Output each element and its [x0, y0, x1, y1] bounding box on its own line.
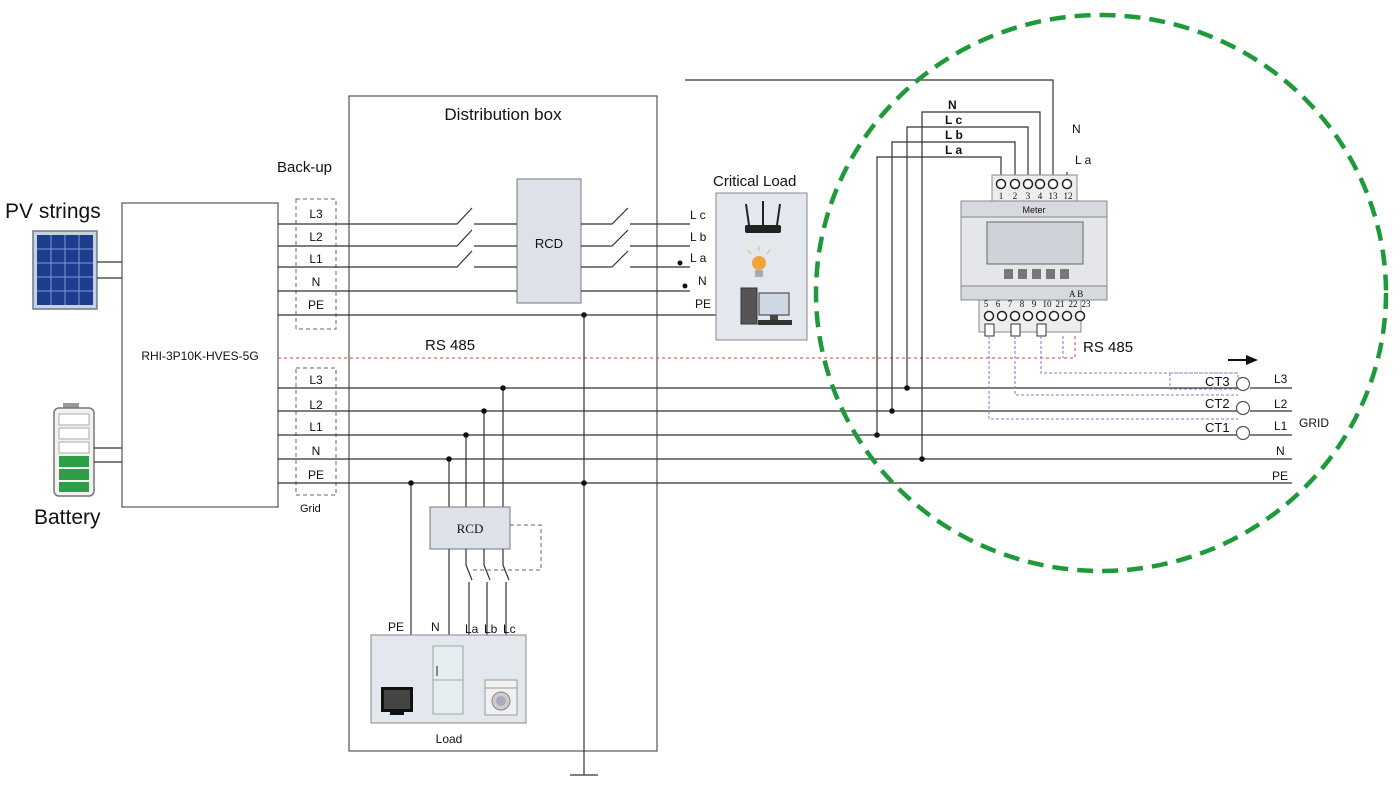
- load-wire-la: La: [465, 622, 479, 636]
- svg-text:9: 9: [1032, 299, 1037, 309]
- critical-wire-lb: L b: [690, 230, 707, 244]
- meter-pin-4: 4: [1038, 191, 1043, 201]
- grid-line-pe: PE: [1272, 469, 1288, 483]
- meter-pin-2: 2: [1013, 191, 1018, 201]
- svg-text:7: 7: [1008, 299, 1013, 309]
- critical-load-label: Critical Load: [713, 173, 796, 190]
- rs485-right-label: RS 485: [1083, 339, 1133, 356]
- svg-text:6: 6: [996, 299, 1001, 309]
- load-wire-pe: PE: [388, 620, 404, 634]
- grid-line-l2: L2: [1274, 397, 1288, 411]
- meter-side-la: L a: [1075, 153, 1092, 167]
- power-flow-arrow-icon: [1228, 355, 1258, 365]
- inverter-model: RHI-3P10K-HVES-5G: [141, 349, 258, 363]
- tv-icon: [381, 687, 413, 715]
- refrigerator-icon: [432, 645, 464, 715]
- computer-icon: [740, 287, 792, 325]
- pv-strings-label: PV strings: [5, 200, 101, 223]
- critical-wire-la: L a: [690, 251, 707, 265]
- ct-wires: [988, 336, 1238, 420]
- backup-terminal-block: [295, 198, 337, 330]
- backup-wires: [278, 207, 716, 316]
- rcd-bottom-label: RCD: [457, 521, 484, 536]
- svg-text:21: 21: [1056, 299, 1065, 309]
- svg-text:10: 10: [1043, 299, 1053, 309]
- rcd-top: [516, 178, 582, 304]
- meter-bottom-screws: [983, 310, 1086, 322]
- backup-terminal-pe: PE: [308, 298, 324, 312]
- distribution-box: [348, 95, 658, 752]
- meter-pin-12: 12: [1064, 191, 1073, 201]
- load-label: Load: [436, 732, 463, 746]
- meter-label: Meter: [1022, 205, 1045, 215]
- critical-wire-pe: PE: [695, 297, 711, 311]
- grid-label: GRID: [1299, 416, 1329, 430]
- battery-label: Battery: [34, 506, 101, 529]
- svg-text:23: 23: [1082, 299, 1092, 309]
- rcd-bottom: [429, 506, 511, 550]
- inverter-box: [121, 202, 279, 508]
- solar-panel-icon: [32, 230, 98, 310]
- critical-wire-lc: L c: [690, 208, 706, 222]
- meter-wire-lc: L c: [945, 113, 962, 127]
- meter-pin-13: 13: [1049, 191, 1059, 201]
- svg-text:8: 8: [1020, 299, 1025, 309]
- ct3-label: CT3: [1205, 374, 1230, 389]
- grid-line-l3: L3: [1274, 372, 1288, 386]
- backup-label: Back-up: [277, 159, 332, 176]
- grid-side-label: Grid: [300, 503, 321, 515]
- energy-meter: [960, 174, 1108, 333]
- meter-top-screws: [995, 178, 1073, 190]
- backup-terminal-l2: L2: [309, 230, 323, 244]
- load-wire-n: N: [431, 620, 440, 634]
- rcd-top-label: RCD: [535, 236, 563, 251]
- backup-terminal-l3: L3: [309, 207, 323, 221]
- meter-wire-la: L a: [945, 143, 962, 157]
- meter-wire-n: N: [948, 98, 957, 112]
- svg-text:22: 22: [1069, 299, 1078, 309]
- backup-terminal-l1: L1: [309, 252, 323, 266]
- meter-wire-lb: L b: [945, 128, 963, 142]
- meter-pin-1: 1: [999, 191, 1004, 201]
- router-icon: [745, 201, 781, 233]
- distribution-box-label: Distribution box: [444, 105, 562, 124]
- meter-ab-label: A B: [1069, 289, 1083, 299]
- ct-sensors: [1169, 372, 1251, 441]
- load-wire-lc: Lc: [503, 622, 516, 636]
- grid-wires: [278, 387, 1292, 484]
- grid-terminal-l3: L3: [309, 373, 323, 387]
- load-wire-lb: Lb: [484, 622, 498, 636]
- backup-terminal-n: N: [312, 275, 321, 289]
- load-switches: [448, 549, 510, 635]
- load-taps: [410, 315, 598, 776]
- ct1-label: CT1: [1205, 420, 1230, 435]
- meter-highlight-circle: [813, 12, 1389, 574]
- grid-terminal-l2: L2: [309, 398, 323, 412]
- meter-pin-3: 3: [1026, 191, 1031, 201]
- critical-wire-n: N: [698, 274, 707, 288]
- grid-terminal-l1: L1: [309, 420, 323, 434]
- grid-terminal-n: N: [312, 444, 321, 458]
- battery-icon: [53, 403, 95, 497]
- svg-text:5: 5: [984, 299, 989, 309]
- grid-line-n: N: [1276, 444, 1285, 458]
- grid-terminal-pe: PE: [308, 468, 324, 482]
- washing-machine-icon: [484, 679, 518, 716]
- meter-n-feed: [685, 79, 1054, 178]
- meter-bottom-pins: 5 6 7 8 9 10 21 22 23: [984, 299, 1091, 309]
- rs485-left-label: RS 485: [425, 337, 475, 354]
- grid-line-l1: L1: [1274, 419, 1288, 433]
- light-bulb-icon: [747, 246, 771, 277]
- ct2-label: CT2: [1205, 396, 1230, 411]
- meter-side-n: N: [1072, 122, 1081, 136]
